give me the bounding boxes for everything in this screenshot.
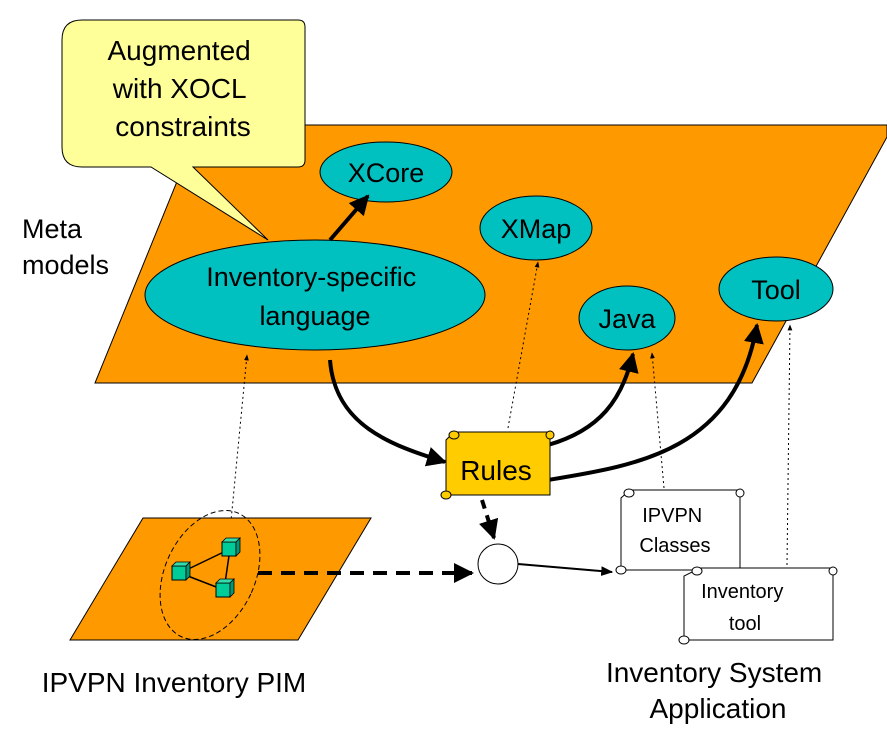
callout-bubble [61,19,306,241]
node-tool: Tool [718,256,834,322]
pim-model-graph [171,537,241,598]
arrow-rules-to-java [547,352,639,447]
meta-label-line2: models [22,250,109,280]
callout-line3: constraints [115,111,250,142]
java-label: Java [598,304,656,334]
inventory-tool-scroll: Inventory tool [678,566,838,645]
node-xmap: XMap [479,195,593,261]
meta-models-label: Meta models [22,214,109,280]
ipvpn-classes-scroll: IPVPN Classes [615,488,745,575]
rules-scroll: Rules [440,430,555,500]
ipvpn-classes-line2: Classes [639,535,710,557]
cube-icon [221,537,241,557]
arrow-rules-to-tool [547,323,764,482]
dotted-rules-to-xmap [507,261,540,429]
node-java: Java [578,285,676,351]
meta-label-line1: Meta [22,214,83,244]
arrow-lang-to-xcore [328,194,370,242]
callout-line2: with XOCL [112,73,246,104]
callout-line1: Augmented [108,35,251,66]
app-caption-line1: Inventory System [606,657,822,688]
transform-circle [477,543,519,585]
node-inventory-language: Inventory-specific language [144,239,486,351]
inventory-lang-line2: language [259,301,370,331]
pim-dashed-ellipse [159,510,261,640]
inventory-lang-line1: Inventory-specific [206,262,416,292]
dotted-tool-to-tool [786,324,793,566]
pim-caption: IPVPN Inventory PIM [42,667,307,698]
inventory-tool-line1: Inventory [701,581,783,603]
ipvpn-classes-line1: IPVPN [642,505,702,527]
svg-text:IPVPN Classes: IPVPN Classes [639,505,710,557]
svg-text:Inventory tool: Inventory tool [701,581,789,635]
callout-text: Augmented with XOCL constraints [108,35,259,142]
dashed-rules-to-transform [479,499,499,540]
tool-label: Tool [751,275,801,305]
dotted-pim-to-lang [224,354,249,584]
arrow-lang-to-rules [328,359,447,467]
rules-label: Rules [460,455,532,486]
xcore-label: XCore [348,158,425,188]
cube-icon [215,578,235,598]
app-caption-line2: Application [650,693,787,724]
app-caption: Inventory System Application [606,657,830,724]
svg-text:Inventory-specific langu: Inventory-specific language [206,262,424,331]
arrow-transform-to-classes [517,563,614,576]
xmap-label: XMap [501,214,572,244]
cube-icon [171,561,191,581]
node-xcore: XCore [319,141,453,203]
inventory-tool-line2: tool [729,613,761,635]
